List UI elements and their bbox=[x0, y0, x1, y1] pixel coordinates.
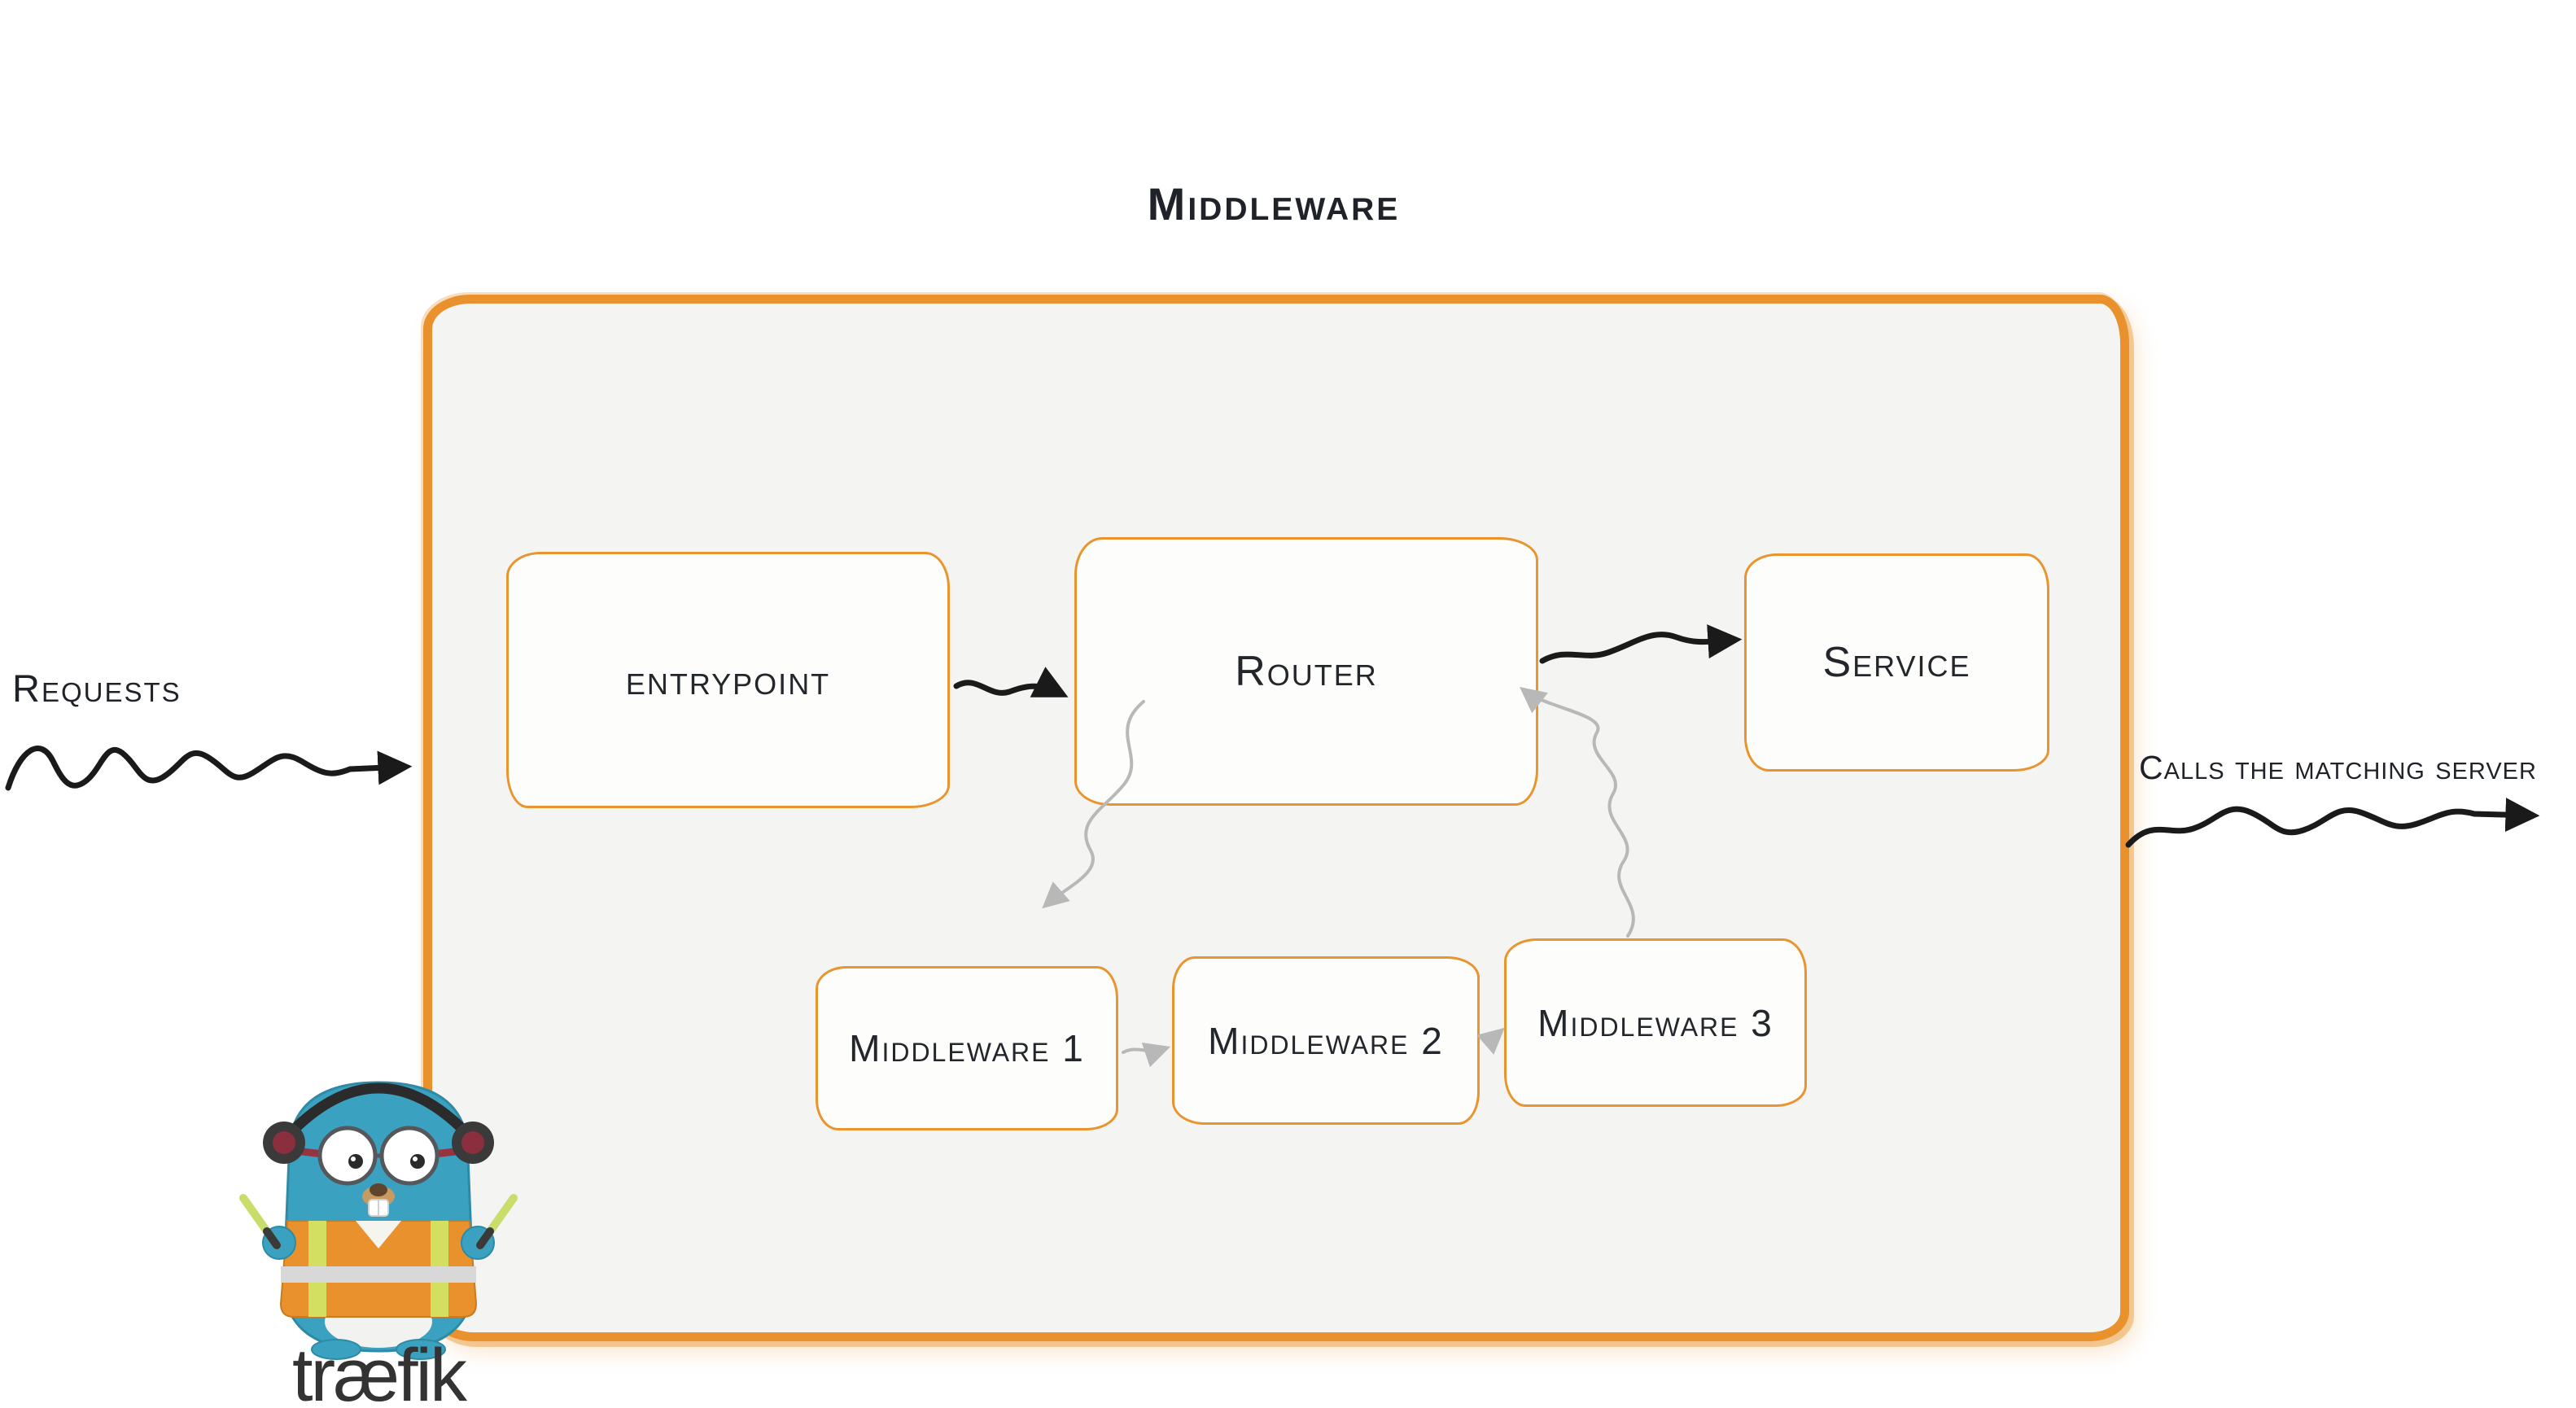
node-middleware-3-label: Middleware 3 bbox=[1537, 1001, 1773, 1044]
gopher-foot-left bbox=[311, 1339, 361, 1360]
gopher-vest-collar bbox=[356, 1221, 401, 1248]
traefik-wordmark: træfik bbox=[292, 1334, 467, 1408]
gopher-pupil-left bbox=[348, 1154, 363, 1169]
headphones-earcup-left-pad bbox=[273, 1131, 295, 1154]
calls-matching-server-label: Calls the matching server bbox=[2139, 749, 2537, 786]
glowstick-left-handle bbox=[263, 1227, 281, 1249]
gopher-nose bbox=[370, 1183, 387, 1196]
gopher-pupil-right-glint bbox=[413, 1157, 418, 1161]
gopher-eye-left bbox=[317, 1126, 378, 1186]
node-middleware-2-label: Middleware 2 bbox=[1208, 1019, 1444, 1062]
glowstick-right-handle bbox=[476, 1227, 494, 1249]
node-entrypoint: entrypoint bbox=[506, 552, 950, 808]
gopher-pupil-right bbox=[410, 1154, 425, 1169]
gopher-foot-right bbox=[396, 1339, 446, 1360]
gopher-eye-right bbox=[379, 1126, 440, 1186]
gopher-pupil-left-glint bbox=[351, 1157, 356, 1161]
node-middleware-3: Middleware 3 bbox=[1504, 938, 1807, 1107]
requests-arrow bbox=[5, 746, 413, 791]
gopher-vest-reflective-band bbox=[281, 1266, 476, 1283]
middleware-zone-container bbox=[423, 295, 2129, 1341]
node-router: Router bbox=[1074, 537, 1538, 806]
node-middleware-2: Middleware 2 bbox=[1172, 956, 1480, 1125]
node-service-label: Service bbox=[1822, 639, 1971, 686]
requests-label: Requests bbox=[12, 667, 182, 710]
node-router-label: Router bbox=[1235, 648, 1378, 695]
node-entrypoint-label: entrypoint bbox=[625, 656, 831, 704]
calls-matching-server-arrow bbox=[2125, 798, 2540, 848]
node-middleware-1: Middleware 1 bbox=[816, 966, 1118, 1130]
node-service: Service bbox=[1744, 553, 2049, 772]
headphones-earcup-right-pad bbox=[461, 1131, 484, 1154]
headphones-band bbox=[283, 1082, 474, 1140]
traefik-gopher-mascot bbox=[239, 1081, 518, 1360]
node-middleware-1-label: Middleware 1 bbox=[849, 1027, 1085, 1069]
diagram-title: Middleware bbox=[1147, 178, 1401, 230]
